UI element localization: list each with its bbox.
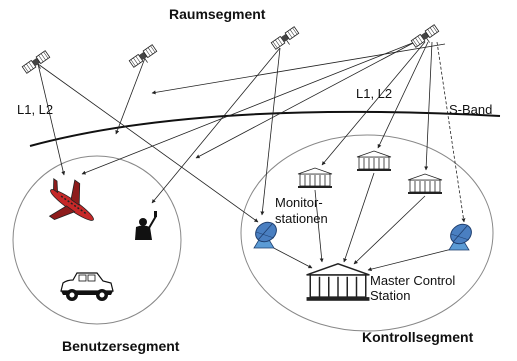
control-segment-label: Kontrollsegment xyxy=(362,329,474,345)
monitor-building-2-icon xyxy=(356,150,392,172)
satellite-2-icon xyxy=(128,44,160,72)
monitor-building-1-icon xyxy=(297,167,333,189)
satellite-3-icon xyxy=(270,26,302,54)
s-band-label: S-Band xyxy=(449,102,493,117)
satellite-1-icon xyxy=(21,50,53,78)
user-segment-circle xyxy=(12,155,182,325)
user-segment-label: Benutzersegment xyxy=(62,338,180,354)
monitor-links xyxy=(37,41,466,223)
person-with-receiver-icon xyxy=(135,211,157,240)
car-icon xyxy=(60,272,114,301)
signal-label-left: L1, L2 xyxy=(17,102,54,117)
horizon-curve xyxy=(29,110,501,147)
ground-links xyxy=(267,172,457,272)
master-building-icon xyxy=(305,262,371,302)
master-station-label-line1: Master Control xyxy=(370,273,456,288)
monitor-building-3-icon xyxy=(407,173,443,195)
master-station-label-line2: Station xyxy=(370,288,411,303)
aircraft-icon xyxy=(48,178,94,221)
monitor-stations-label-line2: stationen xyxy=(275,211,328,226)
signal-label-right: L1, L2 xyxy=(356,86,393,101)
dish-antenna-right-icon xyxy=(446,219,476,251)
monitor-stations-label-line1: Monitor- xyxy=(275,195,323,210)
space-segment-label: Raumsegment xyxy=(169,6,266,22)
control-segment-ellipse xyxy=(240,134,494,332)
signal-lines xyxy=(37,41,416,204)
